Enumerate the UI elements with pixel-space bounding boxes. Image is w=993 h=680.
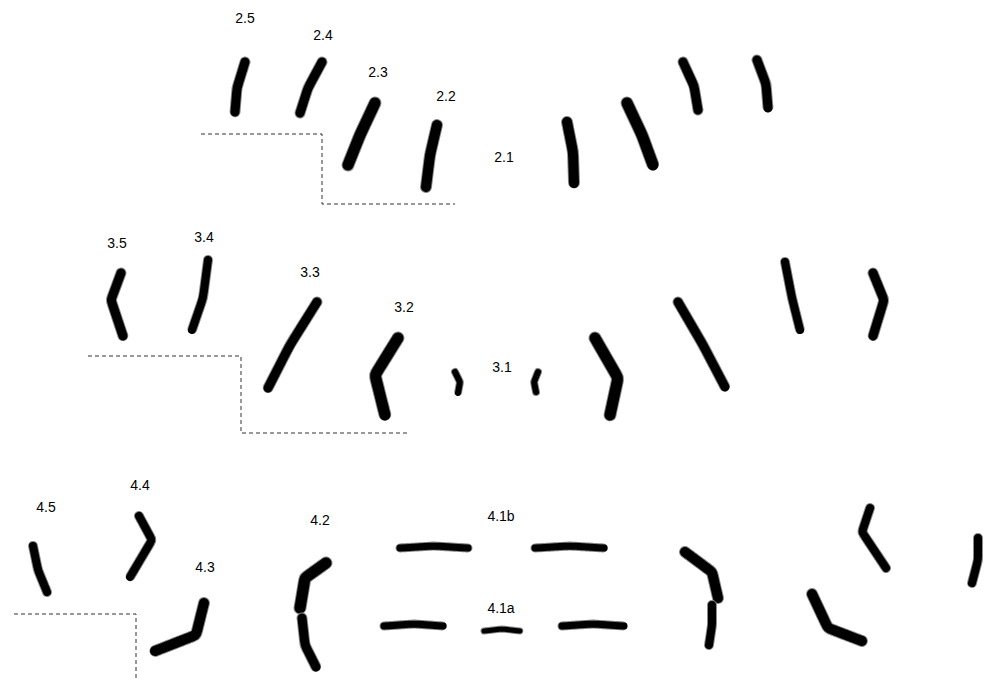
chromosome-outline [757,60,768,108]
chromosome-outline [685,552,718,598]
callout-number: 2.4 [313,28,332,42]
callout-number: 2.1 [494,150,513,164]
chromosome-outline [595,338,617,415]
chromosome-outline [130,516,151,577]
chromosome-shapes [33,60,978,667]
chromosome-outline [192,260,208,330]
chromosome-outline [302,618,316,667]
chromosome [192,260,208,330]
chromosome-outline [384,624,443,626]
chromosome [812,594,862,641]
chromosome-outline [455,372,460,393]
chromosome [535,546,604,548]
dashed-divider [88,356,410,433]
chromosome [627,103,653,165]
chromosome [678,302,725,387]
callout-number: 4.1a [487,601,514,615]
chromosome-outline [268,302,317,388]
callout-number: 4.3 [195,560,214,574]
callout-number: 2.5 [235,11,254,25]
chromosome-outline [484,629,520,631]
chromosome-outline [709,605,712,645]
callout-number: 2.3 [368,65,387,79]
chromosome [300,62,322,113]
callout-number: 2.2 [436,89,455,103]
chromosome-outline [300,563,326,608]
chromosome-outline [562,624,624,626]
chromosome [709,605,712,645]
callout-number: 3.5 [107,236,126,250]
callout-number: 3.3 [300,265,319,279]
chromosome-outline [376,338,398,415]
chromosome-outline [567,122,574,183]
callout-number: 3.4 [194,230,213,244]
chromosome [33,546,47,592]
chromosome [685,552,718,598]
chromosome [376,338,398,415]
chromosome [567,122,574,183]
chromosome [534,372,538,392]
callout-number: 3.2 [394,300,413,314]
callout-number: 4.1b [487,509,514,523]
chromosome [400,546,468,548]
chromosome [155,603,204,651]
chromosome [348,103,375,165]
chromosome-outline [785,262,800,330]
callout-number: 4.2 [310,513,329,527]
chromosome [484,629,520,631]
chromosome-outline [33,546,47,592]
chromosome [268,302,317,388]
chromosome [302,618,316,667]
chromosome-outline [627,103,653,165]
chromosome [235,62,245,112]
chromosome-outline [972,538,978,583]
chromosome-outline [155,603,204,651]
chromosome-outline [863,508,886,568]
chromosome [757,60,768,108]
chromosome [683,62,698,110]
chromosome [300,563,326,608]
chromosome-outline [300,62,322,113]
chromosome [384,624,443,626]
chromosome [562,624,624,626]
chromosome [111,273,123,336]
chromosome-outline [400,546,468,548]
chromosome [595,338,617,415]
chromosome [873,273,884,336]
chromosome-outline [873,273,884,336]
chromosome-outline [683,62,698,110]
chromosome-outline [812,594,862,641]
callout-number: 4.4 [130,478,149,492]
chromosome [455,372,460,393]
chromosome-outline [111,273,123,336]
chromosome-outline [426,125,437,187]
chromosome [426,125,437,187]
chromosome-outline [535,546,604,548]
callout-number: 3.1 [492,360,511,374]
chromosome-outline [348,103,375,165]
chromosome-outline [235,62,245,112]
chromosome [785,262,800,330]
chromosome [863,508,886,568]
chromosome-outline [678,302,725,387]
chromosome [130,516,151,577]
callout-number: 4.5 [36,500,55,514]
dashed-divider [201,134,455,204]
chromosome-outline [534,372,538,392]
chromosome [972,538,978,583]
dashed-divider [14,614,136,680]
